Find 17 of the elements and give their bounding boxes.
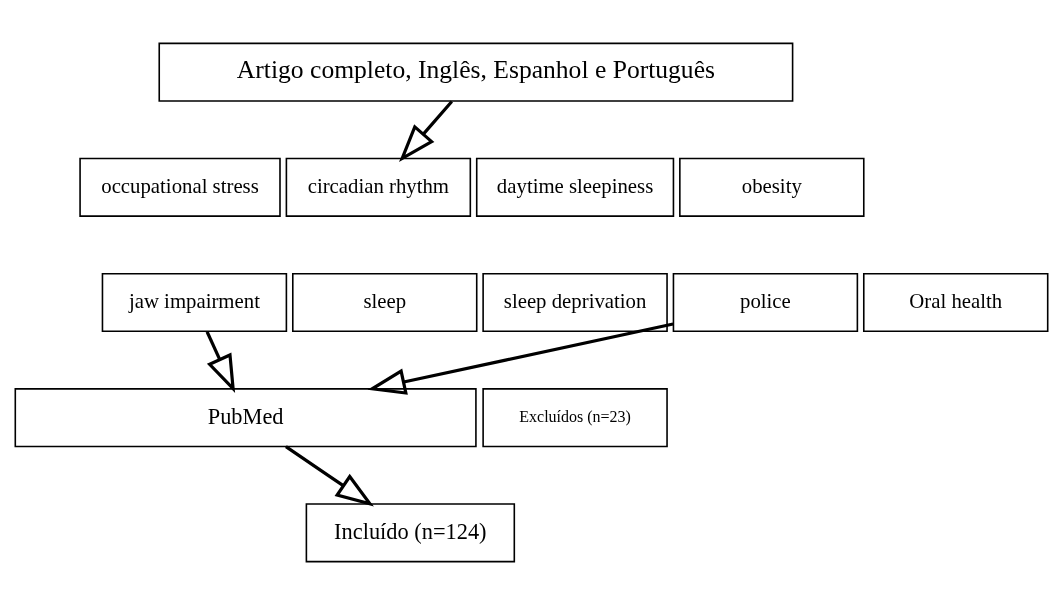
arrow: [399, 99, 453, 162]
arrow: [367, 321, 674, 395]
node-box: obesity: [679, 157, 865, 217]
node-box: PubMed: [14, 387, 477, 447]
node-box: circadian rhythm: [285, 157, 472, 217]
node-box: Oral health: [862, 272, 1049, 332]
arrow: [205, 330, 236, 393]
node-box: sleep: [292, 272, 478, 332]
node-box: Excluídos (n=23): [482, 387, 668, 447]
node-box: Artigo completo, Inglês, Espanhol e Português: [158, 42, 794, 102]
node-box: jaw impairment: [101, 272, 288, 332]
arrow: [285, 444, 374, 506]
node-box: occupational stress: [79, 157, 281, 217]
node-box: police: [672, 272, 859, 332]
node-box: daytime sleepiness: [475, 157, 675, 217]
node-box: Incluído (n=124): [305, 502, 516, 562]
node-box: sleep deprivation: [482, 272, 668, 332]
